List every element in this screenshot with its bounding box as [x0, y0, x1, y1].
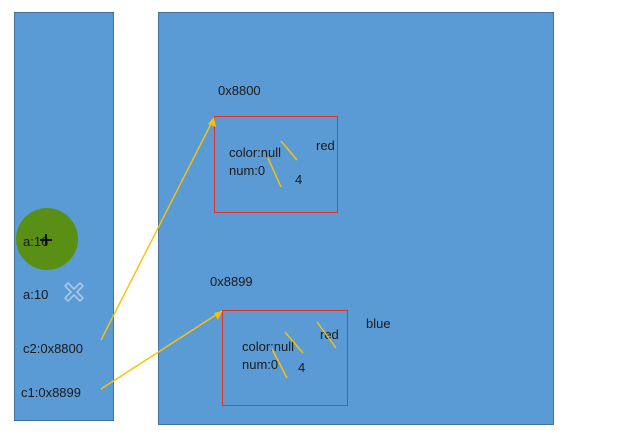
var-c2: c2:0x8800 [23, 341, 83, 356]
address-label-0x8800: 0x8800 [218, 83, 261, 98]
num-value-4: 4 [298, 360, 306, 375]
color-value-red: red [316, 138, 335, 153]
color-value-blue: blue [366, 316, 391, 331]
color-value-red: red [320, 327, 339, 342]
address-label-0x8899: 0x8899 [210, 274, 253, 289]
var-a-old: a:10 [23, 287, 49, 302]
color-field-label: color:null [242, 339, 295, 354]
num-value-4: 4 [295, 172, 303, 187]
heap-object-0x8899 [222, 310, 348, 406]
num-field-label: num:0 [229, 163, 266, 178]
heap-panel [158, 12, 554, 425]
color-field-label: color:null [229, 145, 282, 160]
var-a-current: a:16 [23, 234, 49, 249]
num-field-label: num:0 [242, 357, 279, 372]
var-c1: c1:0x8899 [21, 385, 81, 400]
